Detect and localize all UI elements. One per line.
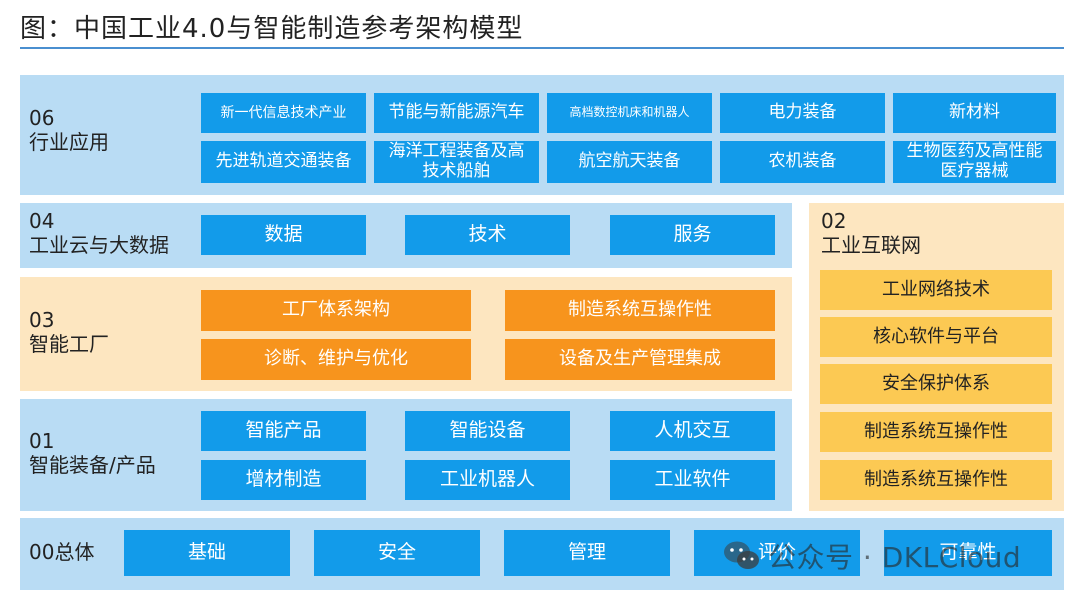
equipment-item-4: 增材制造 xyxy=(201,460,366,500)
layer-02-label: 02 工业互联网 xyxy=(821,209,921,257)
industry-item-6: 先进轨道交通装备 xyxy=(201,141,366,183)
layer-03-smart-factory: 03 智能工厂 工厂体系架构 制造系统互操作性 诊断、维护与优化 设备及生产管理… xyxy=(20,277,792,391)
factory-item-3: 诊断、维护与优化 xyxy=(201,339,471,380)
internet-item-4: 制造系统互操作性 xyxy=(820,412,1052,452)
layer-06-number: 06 xyxy=(29,106,55,130)
layer-04-cloud-bigdata: 04 工业云与大数据 数据 技术 服务 xyxy=(20,203,792,268)
layer-04-label: 04 工业云与大数据 xyxy=(29,209,169,257)
factory-item-2: 制造系统互操作性 xyxy=(505,290,775,331)
layer-03-number: 03 xyxy=(29,308,55,332)
layer-00-label: 00总体 xyxy=(29,540,95,564)
layer-02-name: 工业互联网 xyxy=(821,233,921,257)
cloud-item-service: 服务 xyxy=(610,215,775,255)
cloud-item-technology: 技术 xyxy=(405,215,570,255)
equipment-item-5: 工业机器人 xyxy=(405,460,570,500)
layer-01-smart-equipment: 01 智能装备/产品 智能产品 智能设备 人机交互 增材制造 工业机器人 工业软… xyxy=(20,399,792,511)
wechat-icon xyxy=(724,541,759,569)
layer-06-name: 行业应用 xyxy=(29,130,109,154)
equipment-item-2: 智能设备 xyxy=(405,411,570,451)
layer-02-number: 02 xyxy=(821,209,847,233)
overall-item-reliability: 可靠性 xyxy=(884,530,1052,576)
layer-04-number: 04 xyxy=(29,209,55,233)
overall-item-evaluation: 评价 xyxy=(694,530,860,576)
watermark-text: 公众号 · DKLCloud xyxy=(768,541,1022,574)
layer-00-overall: 00总体 基础 安全 管理 评价 可靠性 xyxy=(20,518,1064,590)
equipment-item-3: 人机交互 xyxy=(610,411,775,451)
factory-item-4: 设备及生产管理集成 xyxy=(505,339,775,380)
industry-item-5: 新材料 xyxy=(893,93,1056,133)
layer-01-name: 智能装备/产品 xyxy=(29,453,156,477)
internet-item-3: 安全保护体系 xyxy=(820,364,1052,404)
layer-03-name: 智能工厂 xyxy=(29,332,109,356)
internet-item-1: 工业网络技术 xyxy=(820,270,1052,310)
industry-item-1: 新一代信息技术产业 xyxy=(201,93,366,133)
industry-item-7: 海洋工程装备及高技术船舶 xyxy=(374,141,539,183)
layer-01-label: 01 智能装备/产品 xyxy=(29,429,156,477)
overall-item-management: 管理 xyxy=(504,530,670,576)
internet-item-5: 制造系统互操作性 xyxy=(820,460,1052,500)
overall-item-security: 安全 xyxy=(314,530,480,576)
watermark: 公众号 · DKLCloud xyxy=(722,534,1021,578)
industry-item-4: 电力装备 xyxy=(720,93,885,133)
industry-item-2: 节能与新能源汽车 xyxy=(374,93,539,133)
factory-item-1: 工厂体系架构 xyxy=(201,290,471,331)
industry-item-3: 高档数控机床和机器人 xyxy=(547,93,712,133)
cloud-item-data: 数据 xyxy=(201,215,366,255)
overall-item-foundation: 基础 xyxy=(124,530,290,576)
industry-item-9: 农机装备 xyxy=(720,141,885,183)
layer-06-industry-applications: 06 行业应用 新一代信息技术产业 节能与新能源汽车 高档数控机床和机器人 电力… xyxy=(20,75,1064,195)
layer-01-number: 01 xyxy=(29,429,55,453)
equipment-item-6: 工业软件 xyxy=(610,460,775,500)
layer-02-industrial-internet: 02 工业互联网 工业网络技术 核心软件与平台 安全保护体系 制造系统互操作性 … xyxy=(809,203,1064,511)
title-underline xyxy=(20,47,1064,49)
layer-03-label: 03 智能工厂 xyxy=(29,308,109,356)
layer-04-name: 工业云与大数据 xyxy=(29,233,169,257)
layer-06-label: 06 行业应用 xyxy=(29,106,109,154)
equipment-item-1: 智能产品 xyxy=(201,411,366,451)
industry-item-8: 航空航天装备 xyxy=(547,141,712,183)
page-title: 图：中国工业4.0与智能制造参考架构模型 xyxy=(20,14,524,44)
industry-item-10: 生物医药及高性能医疗器械 xyxy=(893,141,1056,183)
internet-item-2: 核心软件与平台 xyxy=(820,317,1052,357)
